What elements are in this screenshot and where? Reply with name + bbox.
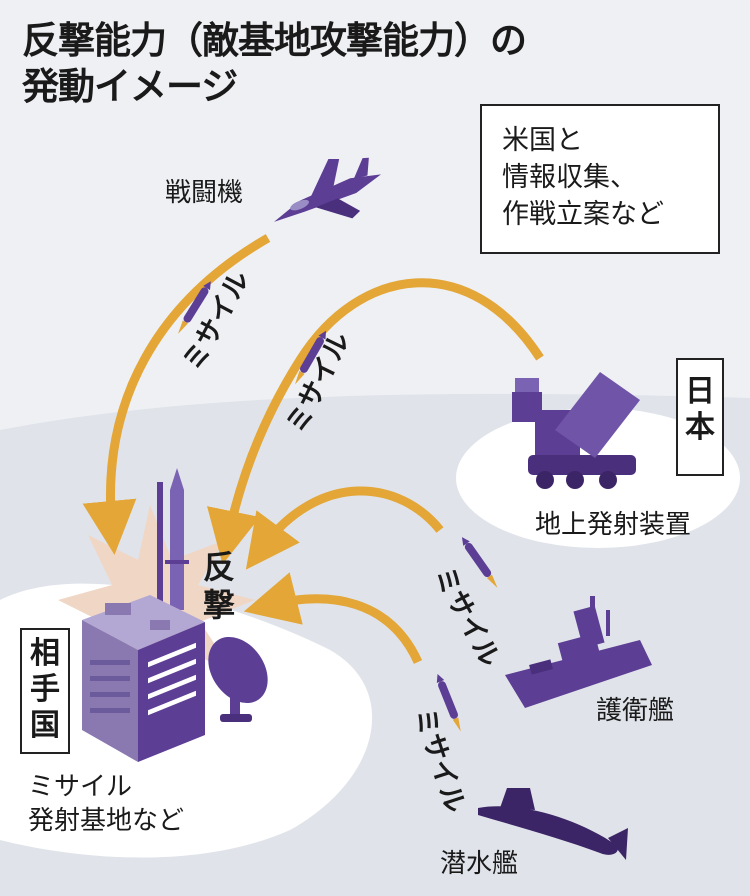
arrow-ground-launcher [207, 278, 544, 565]
enemy-box-char: 国 [30, 708, 60, 743]
destroyer-label: 護衛艦 [596, 696, 675, 726]
missile-icon [461, 537, 498, 588]
missile-base-line: 発射基地など [28, 806, 185, 836]
missile-icon [436, 674, 461, 732]
enemy-country-box: 相 手 国 [20, 628, 70, 754]
fighter-label: 戦闘機 [165, 178, 244, 208]
fighter-jet-icon [274, 157, 381, 222]
note-line: 米国と [502, 125, 583, 156]
counterattack-label: 反 撃 [203, 548, 235, 624]
missile-icon [295, 330, 326, 385]
missile-base-label: ミサイル 発射基地など [28, 770, 184, 838]
note-line: 情報収集、 [502, 162, 637, 193]
counterattack-line: 撃 [203, 586, 236, 624]
japan-box-char: 日 [685, 374, 715, 409]
note-line: 作戦立案など [502, 199, 664, 230]
destroyer-icon [505, 596, 652, 708]
japan-box-char: 本 [685, 410, 715, 445]
submarine-label: 潜水艦 [440, 849, 519, 879]
arrow-fighter [82, 234, 271, 555]
page-title: 反撃能力（敵基地攻撃能力）の 発動イメージ [22, 18, 527, 110]
arrow-destroyer [245, 486, 444, 570]
counterattack-line: 反 [203, 548, 236, 586]
japan-island [456, 408, 740, 548]
title-line: 発動イメージ [22, 65, 238, 108]
missile-tower-icon [157, 468, 189, 617]
japan-box: 日 本 [676, 358, 724, 476]
title-line: 反撃能力（敵基地攻撃能力）の [22, 19, 527, 62]
ground-launcher-icon [512, 372, 640, 489]
ground-launcher-label: 地上発射装置 [535, 510, 692, 540]
radar-dish-icon [208, 636, 268, 722]
missile-base-line: ミサイル [28, 772, 133, 802]
arrow-submarine [243, 572, 423, 664]
enemy-box-char: 相 [30, 636, 60, 671]
intel-cooperation-text: 米国と 情報収集、 作戦立案など [502, 122, 664, 233]
submarine-icon [478, 788, 628, 860]
intel-cooperation-box: 米国と 情報収集、 作戦立案など [480, 104, 720, 254]
enemy-box-char: 手 [30, 672, 60, 707]
missile-icon [177, 281, 211, 334]
enemy-base-building-icon [82, 595, 205, 762]
